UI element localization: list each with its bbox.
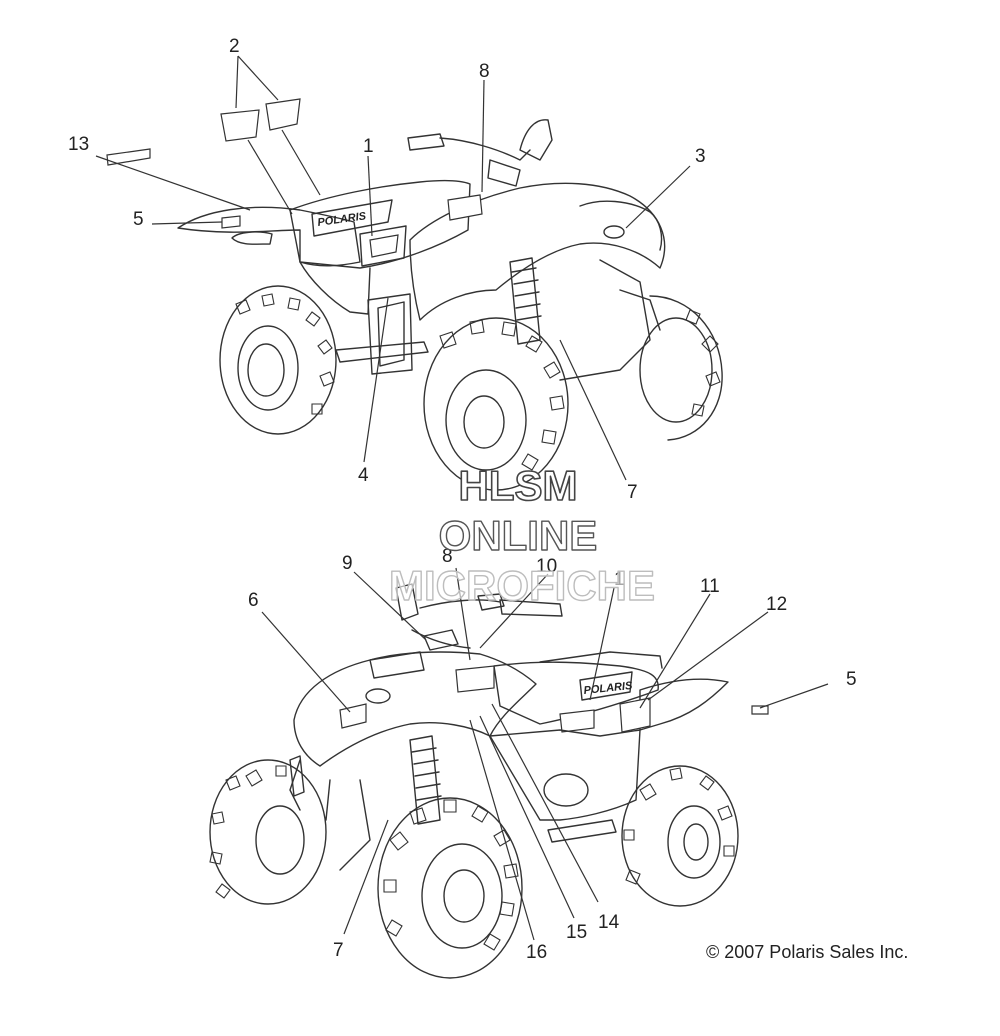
front-fender-hood [409, 182, 666, 321]
callout-8-top: 8 [479, 61, 490, 82]
callout-5-top: 5 [133, 209, 144, 230]
decal-2a [220, 109, 260, 142]
front-right-wheel-top [639, 295, 723, 441]
watermark: HLSM ONLINE MICROFICHE [388, 461, 655, 610]
left-wheel-bottom [209, 759, 327, 905]
callout-12: 12 [766, 594, 787, 615]
decal-8-top [447, 194, 483, 221]
callout-5-bottom: 5 [846, 669, 857, 690]
left-control-bottom [395, 583, 419, 621]
watermark-hlsm: HLSM [459, 462, 578, 509]
top-callouts: 2 8 13 1 3 5 4 7 [68, 36, 706, 503]
callout-13: 13 [68, 134, 89, 155]
callout-15: 15 [566, 922, 587, 943]
decal-1-bottom [559, 709, 595, 733]
callout-10: 10 [536, 556, 557, 577]
watermark-online: ONLINE [439, 512, 598, 559]
front-wheel-bottom [377, 797, 523, 979]
front-shock-top [509, 257, 541, 345]
callout-8-bottom: 8 [442, 546, 453, 567]
bottom-leader-lines [261, 567, 829, 941]
callout-7-bottom: 7 [333, 940, 344, 961]
footrest-bottom [547, 819, 617, 843]
bottom-atv-drawing: POLARIS [209, 583, 769, 979]
left-grip-top [407, 133, 445, 151]
callout-2: 2 [229, 36, 240, 57]
front-shock-bottom [409, 735, 441, 825]
decal-11 [619, 697, 651, 733]
decal-5-top [221, 215, 241, 229]
decal-8-bottom [455, 665, 495, 693]
footrest-top [335, 341, 429, 363]
polaris-decal-top: POLARIS [317, 210, 368, 229]
decal-13 [106, 148, 151, 166]
decal-1-top [369, 234, 399, 258]
decal-5-bottom [751, 705, 769, 715]
side-body-bottom [489, 729, 641, 821]
polaris-decal-bottom: POLARIS [583, 680, 634, 697]
right-grip-bottom [499, 599, 563, 617]
callout-9: 9 [342, 553, 353, 574]
decal-6 [339, 703, 367, 729]
callout-7-top: 7 [627, 482, 638, 503]
callout-11: 11 [700, 576, 720, 597]
front-left-wheel-top [423, 317, 569, 491]
callout-14: 14 [598, 912, 620, 933]
decal-9 [423, 629, 459, 651]
side-panel-top [367, 293, 413, 375]
top-leader-lines [95, 55, 691, 481]
bottom-callouts: 8 10 9 1 6 11 12 5 7 16 15 14 [248, 546, 857, 963]
front-bumper-top [559, 259, 651, 381]
rear-left-wheel-top [219, 285, 337, 435]
right-control-top [519, 119, 553, 161]
decal-3 [603, 225, 625, 239]
rear-wheel-bottom [621, 765, 739, 907]
copyright-notice: © 2007 Polaris Sales Inc. [706, 942, 909, 962]
rear-fender-bottom [639, 678, 729, 731]
callout-3: 3 [695, 146, 706, 167]
callout-1-top: 1 [363, 136, 374, 157]
callout-16: 16 [526, 942, 547, 963]
callout-6: 6 [248, 590, 259, 611]
top-atv-drawing: POLARIS [106, 98, 723, 491]
watermark-microfiche: MICROFICHE [389, 562, 655, 609]
callout-1-bottom: 1 [614, 569, 625, 590]
callout-4: 4 [358, 465, 369, 486]
front-fender-bottom [293, 651, 537, 767]
decal-2b [265, 98, 301, 131]
